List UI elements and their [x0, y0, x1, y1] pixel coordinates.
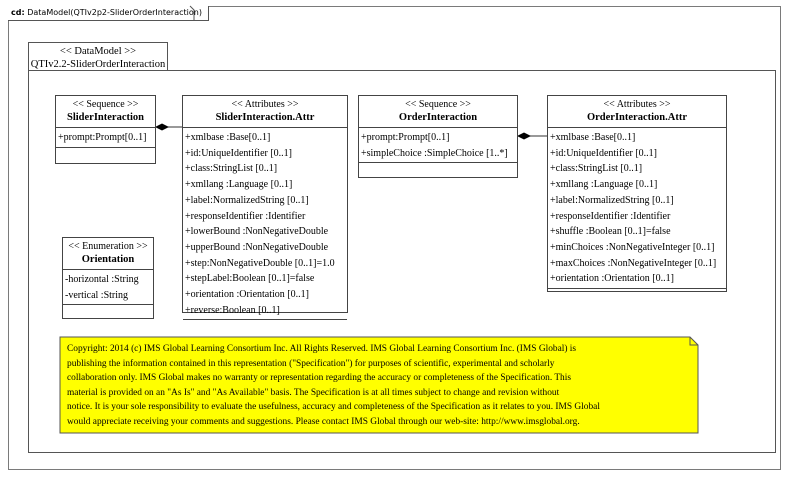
- attribute: +class:StringList [0..1]: [185, 163, 278, 175]
- attribute: +upperBound :NonNegativeDouble: [185, 241, 329, 253]
- attribute: +xmllang :Language [0..1]: [550, 179, 658, 191]
- attribute: +responseIdentifier :Identifier: [185, 210, 306, 222]
- attribute: +prompt:Prompt[0..1]: [361, 132, 450, 143]
- class-order-interaction[interactable]: << Sequence >> OrderInteraction +prompt:P…: [358, 95, 518, 178]
- class-name: OrderInteraction.Attr: [586, 112, 687, 123]
- class-name: Orientation: [81, 254, 135, 265]
- class-name: SliderInteraction: [67, 112, 144, 123]
- package-tab: << DataModel >> QTIv2.2-SliderOrderInter…: [28, 42, 168, 71]
- stereotype: << Sequence >>: [405, 99, 471, 110]
- stereotype: << Sequence >>: [72, 99, 139, 110]
- attribute: +step:NonNegativeDouble [0..1]=1.0: [185, 257, 335, 269]
- stereotype: << Attributes >>: [603, 99, 671, 110]
- class-name: OrderInteraction: [398, 112, 478, 123]
- attribute: +id:UniqueIdentifier [0..1]: [185, 147, 292, 159]
- class-slider-interaction-attr[interactable]: << Attributes >> SliderInteraction.Attr +…: [182, 95, 348, 321]
- stereotype: << Enumeration >>: [68, 241, 148, 252]
- class-slider-interaction[interactable]: << Sequence >> SliderInteraction +prompt:…: [55, 95, 156, 164]
- attribute: +class:StringList [0..1]: [550, 163, 643, 175]
- attribute-list: +xmlbase :Base[0..1] +id:UniqueIdentifier…: [183, 128, 347, 321]
- attribute: +maxChoices :NonNegativeInteger [0..1]: [550, 257, 717, 269]
- note-shape: [59, 336, 699, 434]
- attribute: -vertical :String: [65, 289, 129, 301]
- note-line: collaboration only. IMS Global makes no …: [67, 373, 572, 384]
- diagram-frame: [8, 6, 781, 470]
- note-line: publishing the information contained in …: [67, 358, 555, 369]
- attribute: +id:UniqueIdentifier [0..1]: [550, 147, 657, 159]
- attribute: +label:NormalizedString [0..1]: [550, 194, 674, 206]
- note-line: would appreciate receiving your comments…: [67, 416, 580, 427]
- composition-diamond-icon: [517, 132, 531, 140]
- attribute: +orientation :Orientation [0..1]: [550, 273, 674, 285]
- attribute: +xmlbase :Base[0..1]: [550, 132, 636, 143]
- attribute: +xmlbase :Base[0..1]: [185, 132, 271, 143]
- composition-diamond-icon: [155, 123, 169, 131]
- note-line: material is provided on an "As Is" and "…: [67, 387, 560, 398]
- frame-title: DataModel(QTIv2p2-SliderOrderInteraction…: [27, 8, 202, 17]
- attribute: +orientation :Orientation [0..1]: [185, 289, 309, 301]
- attribute-list: -horizontal :String -vertical :String: [63, 270, 153, 306]
- attribute: +reverse:Boolean [0..1]: [185, 304, 280, 316]
- attribute: +stepLabel:Boolean [0..1]=false: [185, 273, 315, 285]
- frame-prefix: cd:: [11, 8, 25, 17]
- attribute: -horizontal :String: [65, 274, 139, 285]
- note-fold-icon: [689, 337, 698, 346]
- package-body: [28, 70, 776, 453]
- diagram-frame-tab: cd: DataModel(QTIv2p2-SliderOrderInterac…: [8, 6, 209, 21]
- class-name: SliderInteraction.Attr: [215, 112, 315, 123]
- package-name: QTIv2.2-SliderOrderInteraction: [30, 59, 166, 70]
- note-line: Copyright: 2014 (c) IMS Global Learning …: [67, 344, 577, 354]
- package-stereotype: << DataModel >>: [59, 46, 137, 57]
- note-line: notice. It is your sole responsibility t…: [67, 402, 600, 413]
- attribute: +prompt:Prompt[0..1]: [58, 132, 147, 143]
- attribute: +shuffle :Boolean [0..1]=false: [550, 226, 671, 238]
- attribute-list: +prompt:Prompt[0..1]: [56, 128, 155, 148]
- attribute: +simpleChoice :SimpleChoice [1..*]: [361, 147, 508, 159]
- class-order-interaction-attr[interactable]: << Attributes >> OrderInteraction.Attr +x…: [547, 95, 727, 292]
- attribute: +responseIdentifier :Identifier: [550, 210, 671, 222]
- stereotype: << Attributes >>: [231, 99, 299, 110]
- enum-orientation[interactable]: << Enumeration >> Orientation -horizontal…: [62, 237, 154, 319]
- attribute-list: +prompt:Prompt[0..1] +simpleChoice :Simpl…: [359, 128, 517, 164]
- attribute: +minChoices :NonNegativeInteger [0..1]: [550, 241, 715, 253]
- copyright-note: Copyright: 2014 (c) IMS Global Learning …: [67, 342, 687, 430]
- attribute: +lowerBound :NonNegativeDouble: [185, 226, 329, 238]
- attribute: +xmllang :Language [0..1]: [185, 179, 293, 191]
- attribute: +label:NormalizedString [0..1]: [185, 194, 309, 206]
- attribute-list: +xmlbase :Base[0..1] +id:UniqueIdentifier…: [548, 128, 726, 290]
